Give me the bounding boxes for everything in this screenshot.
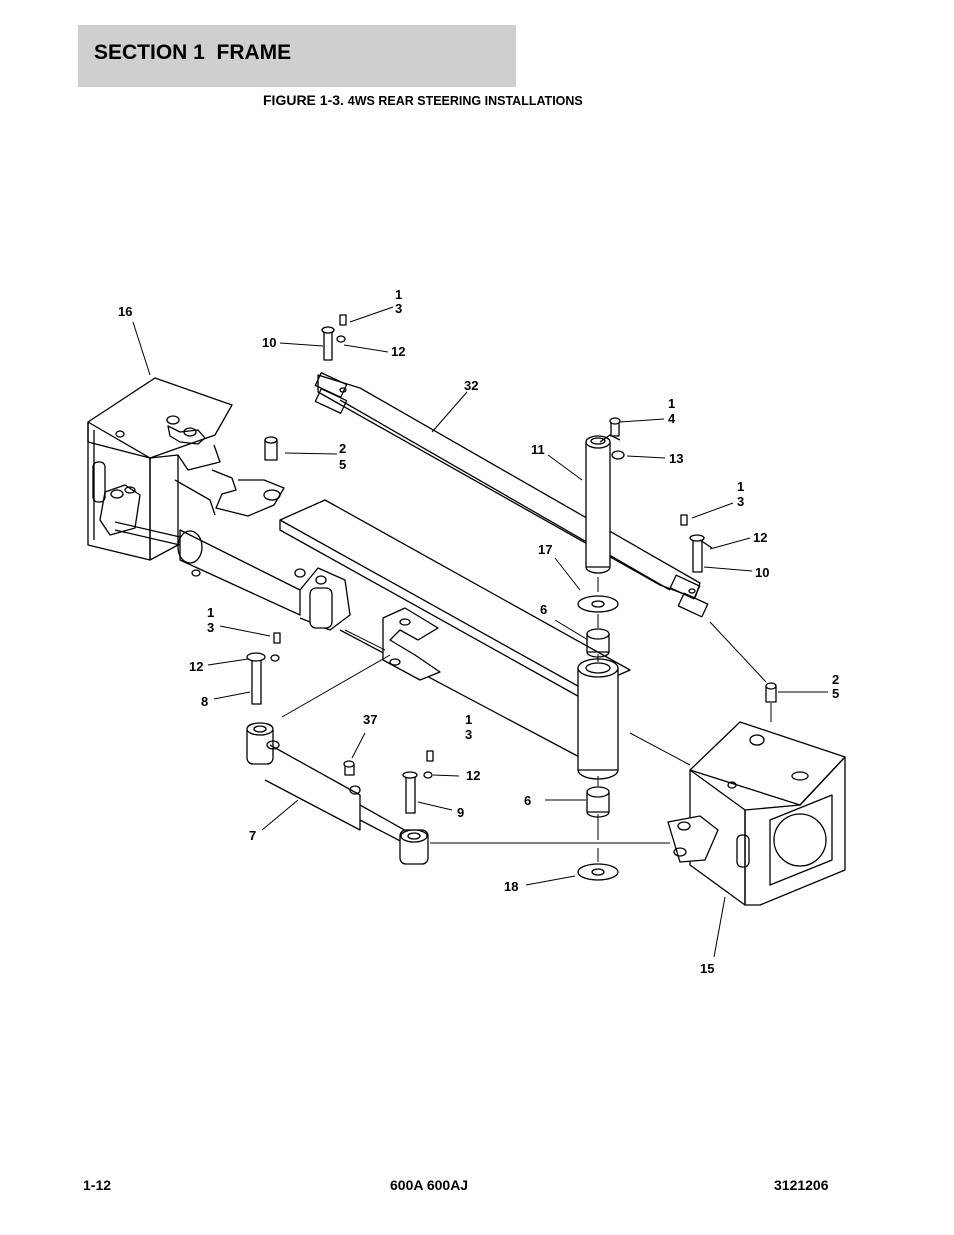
section-title: SECTION 1 FRAME — [94, 41, 292, 64]
callout-13a-digit1: 1 — [395, 287, 402, 302]
callout-12c: 12 — [189, 659, 203, 674]
callout-13e-digit2: 3 — [465, 727, 472, 742]
section-header-bar — [78, 25, 516, 87]
callout-8: 8 — [201, 694, 208, 709]
bolt-14 — [609, 417, 625, 460]
callout-32: 32 — [464, 378, 478, 393]
bolt-37 — [343, 760, 355, 776]
callout-37: 37 — [363, 712, 377, 727]
callout-6b: 6 — [524, 793, 531, 808]
footer-model: 600A 600AJ — [390, 1177, 469, 1193]
callout-7: 7 — [249, 828, 256, 843]
callout-13b: 13 — [669, 451, 683, 466]
callout-13c-digit2: 3 — [737, 494, 744, 509]
callout-15: 15 — [700, 961, 714, 976]
callout-13d-digit2: 3 — [207, 620, 214, 635]
pin-10-upper — [321, 314, 347, 361]
grease-fitting-25-lower — [765, 682, 777, 703]
callout-10b: 10 — [755, 565, 769, 580]
tie-rod — [314, 372, 709, 618]
callout-12b: 12 — [753, 530, 767, 545]
callout-25b-digit2: 5 — [832, 686, 839, 701]
mounting-plate — [382, 607, 441, 681]
callout-25a-digit1: 2 — [339, 441, 346, 456]
callout-14-digit2: 4 — [668, 411, 676, 426]
pivot-tube — [577, 658, 619, 780]
steering-knuckle — [667, 721, 846, 906]
pin-10-lower — [680, 514, 713, 573]
callout-11: 11 — [531, 442, 545, 457]
callout-13e-digit1: 1 — [465, 712, 472, 727]
leader-lines — [132, 306, 828, 958]
lower-steering-cylinder — [246, 722, 429, 865]
upper-steering-cylinder — [114, 521, 351, 631]
footer-document-number: 3121206 — [774, 1177, 829, 1193]
callout-13d-digit1: 1 — [207, 605, 214, 620]
callout-16: 16 — [118, 304, 132, 319]
left-frame-bracket — [87, 377, 233, 561]
callout-10a: 10 — [262, 335, 276, 350]
figure-title: FIGURE 1-3. 4WS REAR STEERING INSTALLATI… — [263, 92, 583, 108]
callout-17: 17 — [538, 542, 552, 557]
pin-8 — [246, 632, 281, 705]
callout-25a-digit2: 5 — [339, 457, 346, 472]
thrust-washer-18 — [577, 863, 619, 881]
callout-12a: 12 — [391, 344, 405, 359]
callout-13c-digit1: 1 — [737, 479, 744, 494]
king-pin — [585, 434, 621, 574]
figure-caption: 4WS REAR STEERING INSTALLATIONS — [347, 94, 583, 108]
callout-12d: 12 — [466, 768, 480, 783]
callout-13a-digit2: 3 — [395, 301, 402, 316]
callout-6a: 6 — [540, 602, 547, 617]
callout-9: 9 — [457, 805, 464, 820]
figure-number: FIGURE 1-3. — [263, 92, 344, 108]
thrust-washer-17 — [577, 595, 619, 613]
grease-fitting-25-upper — [264, 436, 278, 461]
steering-arm — [174, 469, 285, 517]
bushing-lower — [586, 786, 610, 818]
callout-14-digit1: 1 — [668, 396, 675, 411]
callout-18: 18 — [504, 879, 518, 894]
callout-25b-digit1: 2 — [832, 672, 839, 687]
footer-page-number: 1-12 — [83, 1177, 112, 1193]
pin-9 — [402, 750, 434, 814]
callout-labels: 16 1 3 10 12 32 1 4 11 13 2 5 1 3 12 10 … — [118, 287, 839, 976]
